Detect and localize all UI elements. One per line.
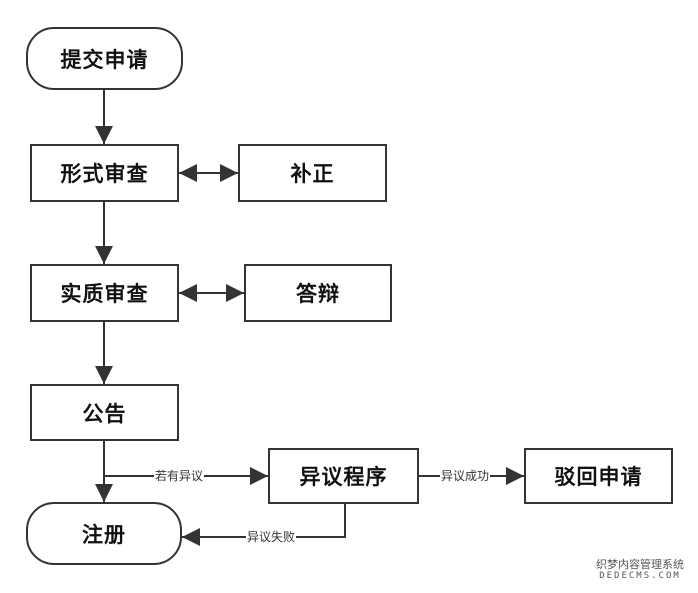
watermark: 织梦内容管理系统 DEDECMS.COM (588, 558, 692, 582)
node-announcement: 公告 (30, 384, 179, 441)
node-registration: 注册 (26, 502, 182, 565)
node-submit-application: 提交申请 (26, 27, 183, 90)
edge-label-opposition-failed: 异议失败 (246, 530, 297, 544)
node-opposition-procedure: 异议程序 (268, 448, 419, 504)
node-substantive-review: 实质审查 (30, 264, 179, 322)
node-reply: 答辩 (244, 264, 392, 322)
watermark-title: 织梦内容管理系统 (596, 558, 684, 571)
edge-label-opposition-success: 异议成功 (440, 469, 491, 483)
edge-label-if-opposed: 若有异议 (154, 469, 205, 483)
watermark-url: DEDECMS.COM (599, 571, 681, 581)
node-correction: 补正 (238, 144, 387, 202)
node-formal-review: 形式审查 (30, 144, 179, 202)
arrow-opposition-failed-to-registration (182, 504, 346, 546)
node-reject-application: 驳回申请 (524, 448, 673, 504)
